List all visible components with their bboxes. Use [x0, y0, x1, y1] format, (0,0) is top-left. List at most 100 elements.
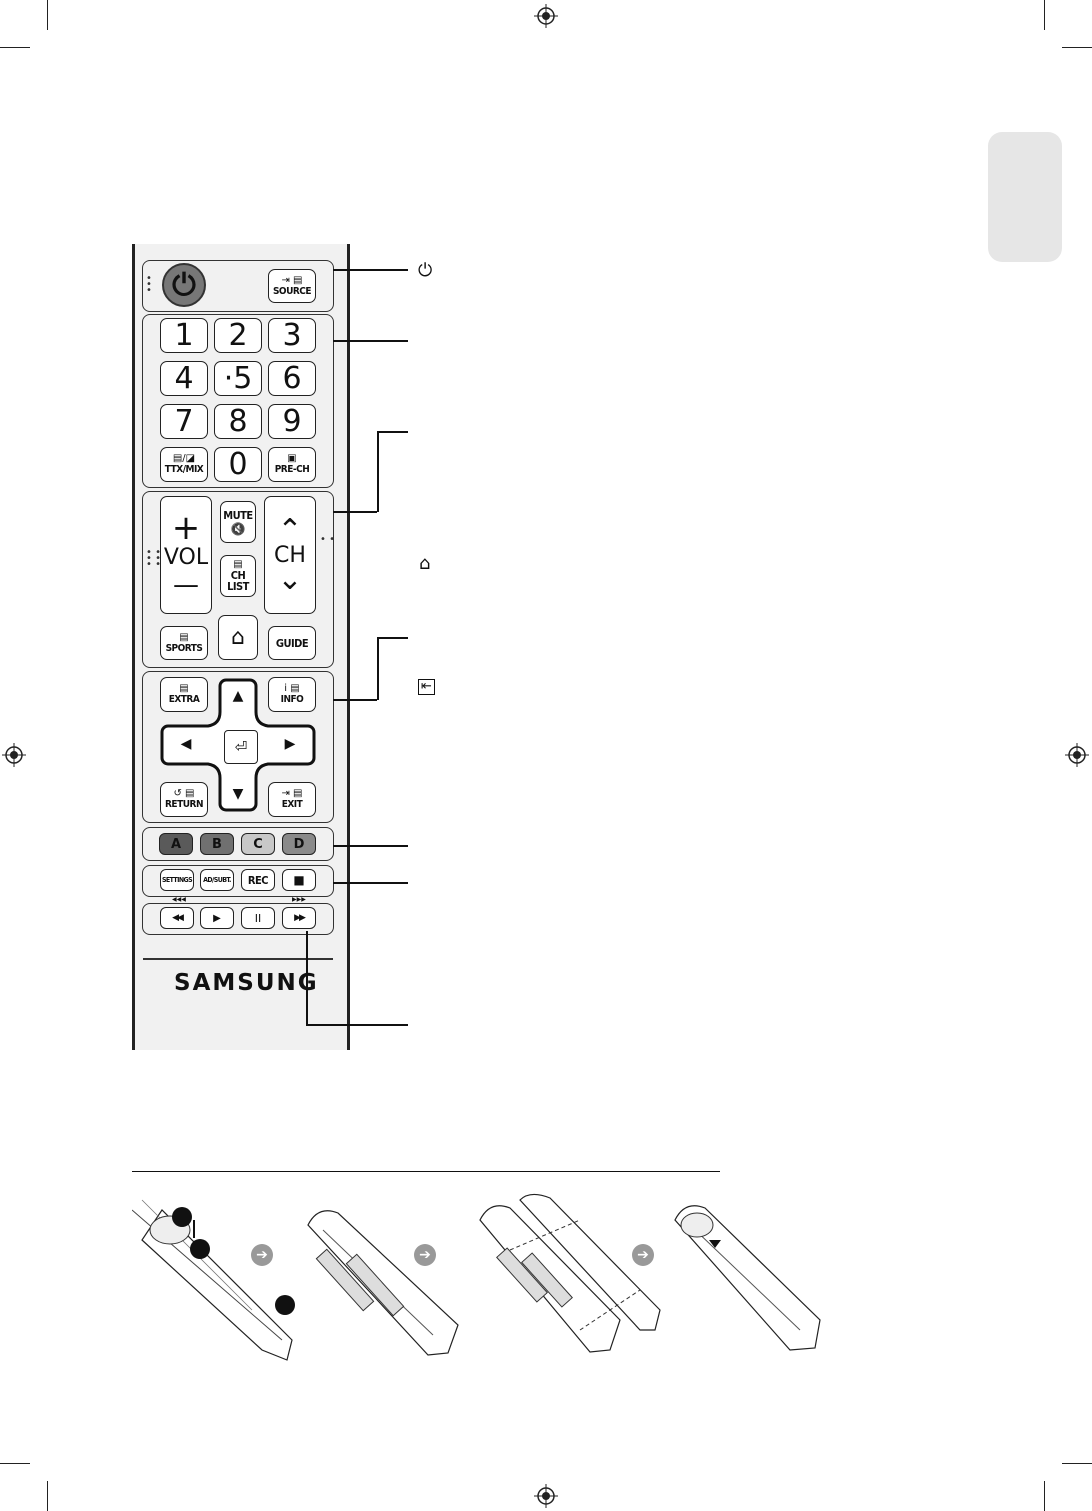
key-6[interactable]: 6: [268, 361, 316, 396]
volume-up-icon[interactable]: +: [171, 507, 201, 548]
callout-line-media-v: [306, 931, 308, 1025]
dpad-right[interactable]: ▶: [284, 736, 296, 752]
channel-rocker[interactable]: ⌃ CH ⌄: [264, 496, 316, 614]
mute-label: MUTE: [223, 508, 253, 522]
arrow-right-icon: ➔: [251, 1244, 273, 1266]
callout-line-volume-v: [377, 431, 379, 512]
key-0[interactable]: 0: [214, 447, 262, 482]
battery-step-3-illustration: [479, 1193, 661, 1353]
info-icon: i ▤: [284, 683, 300, 694]
guide-button[interactable]: GUIDE: [268, 626, 316, 660]
callout-line-media-h: [306, 1024, 408, 1026]
extra-button[interactable]: ▤ EXTRA: [160, 677, 208, 712]
callout-line-nav: [333, 699, 377, 701]
home-icon: ⌂: [419, 553, 431, 574]
mute-button[interactable]: MUTE 🔇: [220, 501, 256, 543]
key-7[interactable]: 7: [160, 404, 208, 439]
color-button-a[interactable]: A: [159, 833, 193, 855]
channel-label: CH: [274, 542, 306, 568]
crop-mark: [1062, 1463, 1092, 1464]
ttx-mix-button[interactable]: ▤/◪ TTX/MIX: [160, 447, 208, 482]
fast-forward-button[interactable]: ▶▶: [282, 907, 316, 929]
key-3[interactable]: 3: [268, 318, 316, 353]
info-button[interactable]: i ▤ INFO: [268, 677, 316, 712]
ch-list-icon: ▤: [233, 559, 243, 570]
extra-label: EXTRA: [168, 694, 200, 705]
key-1[interactable]: 1: [160, 318, 208, 353]
source-icon: ⇥ ▤: [281, 274, 303, 286]
step-number-1: [172, 1207, 192, 1227]
enter-button[interactable]: ⏎: [224, 730, 258, 764]
channel-down-icon[interactable]: ⌄: [277, 561, 303, 597]
dpad-down[interactable]: ▼: [232, 786, 244, 802]
volume-down-icon[interactable]: —: [173, 569, 199, 600]
source-button[interactable]: ⇥ ▤ SOURCE: [268, 269, 316, 303]
ttx-icon: ▤/◪: [172, 453, 196, 464]
info-label: INFO: [280, 694, 304, 705]
play-button[interactable]: ▶: [200, 907, 234, 929]
skip-forward-marker: ▶▶▶: [292, 896, 306, 903]
registration-mark-bottom: [534, 1484, 558, 1508]
pause-button[interactable]: II: [241, 907, 275, 929]
sports-button[interactable]: ▤ SPORTS: [160, 626, 208, 660]
enter-icon: ⏎: [234, 738, 248, 756]
crop-mark: [47, 0, 48, 30]
stop-button[interactable]: ■: [282, 869, 316, 891]
crop-mark: [1044, 0, 1045, 30]
registration-mark-left: [2, 743, 26, 767]
tactile-dots: •••: [146, 273, 152, 296]
skip-back-marker: ◀◀◀: [172, 896, 186, 903]
key-2[interactable]: 2: [214, 318, 262, 353]
key-4[interactable]: 4: [160, 361, 208, 396]
volume-label: VOL: [163, 544, 209, 570]
crop-mark: [0, 47, 30, 48]
channel-up-icon[interactable]: ⌃: [277, 512, 303, 548]
enter-icon: ⇤: [418, 679, 435, 695]
color-button-b[interactable]: B: [200, 833, 234, 855]
callout-line-nav-v: [377, 637, 379, 700]
ttx-label: TTX/MIX: [164, 464, 204, 475]
pre-ch-button[interactable]: ▣ PRE-CH: [268, 447, 316, 482]
color-button-c[interactable]: C: [241, 833, 275, 855]
color-button-d[interactable]: D: [282, 833, 316, 855]
dpad-left[interactable]: ◀: [180, 736, 192, 752]
sports-icon: ▤: [179, 631, 189, 643]
rec-button[interactable]: REC: [241, 869, 275, 891]
power-icon: ⏻: [418, 260, 433, 281]
pre-ch-icon: ▣: [287, 453, 297, 464]
callout-line-numbers: [333, 340, 408, 342]
source-label: SOURCE: [272, 285, 312, 297]
pre-ch-label: PRE-CH: [274, 464, 310, 475]
rewind-button[interactable]: ◀◀: [160, 907, 194, 929]
dpad-up[interactable]: ▲: [232, 688, 244, 704]
home-button[interactable]: ⌂: [218, 615, 258, 660]
language-tab: [988, 132, 1062, 262]
exit-button[interactable]: ⇥ ▤ EXIT: [268, 782, 316, 817]
key-5[interactable]: ·5: [214, 361, 262, 396]
callout-line-volume: [333, 511, 377, 513]
step-number-2: [190, 1239, 210, 1259]
ch-list-label-2: LIST: [227, 580, 249, 593]
power-button[interactable]: ⏻: [162, 263, 206, 307]
section-divider: [132, 1171, 720, 1172]
battery-step-4-illustration: [674, 1205, 821, 1351]
exit-label: EXIT: [281, 799, 303, 810]
key-8[interactable]: 8: [214, 404, 262, 439]
samsung-logo: SAMSUNG: [174, 970, 319, 996]
return-button[interactable]: ↺ ▤ RETURN: [160, 782, 208, 817]
home-icon: ⌂: [231, 625, 245, 650]
remote-bottom-divider: [143, 958, 333, 960]
arrow-right-icon: ➔: [414, 1244, 436, 1266]
ch-list-button[interactable]: ▤ CH LIST: [220, 555, 256, 597]
key-9[interactable]: 9: [268, 404, 316, 439]
volume-rocker[interactable]: + VOL —: [160, 496, 212, 614]
ad-subt-button[interactable]: AD/SUBT.: [200, 869, 234, 891]
battery-step-1-illustration: [132, 1199, 293, 1361]
return-label: RETURN: [165, 799, 203, 810]
return-icon: ↺ ▤: [173, 788, 195, 799]
settings-button[interactable]: SETTINGS: [160, 869, 194, 891]
step-number-3: [275, 1295, 295, 1315]
power-icon: ⏻: [172, 267, 196, 303]
ch-list-label-1: CH: [230, 569, 246, 582]
mute-icon: 🔇: [230, 521, 246, 536]
